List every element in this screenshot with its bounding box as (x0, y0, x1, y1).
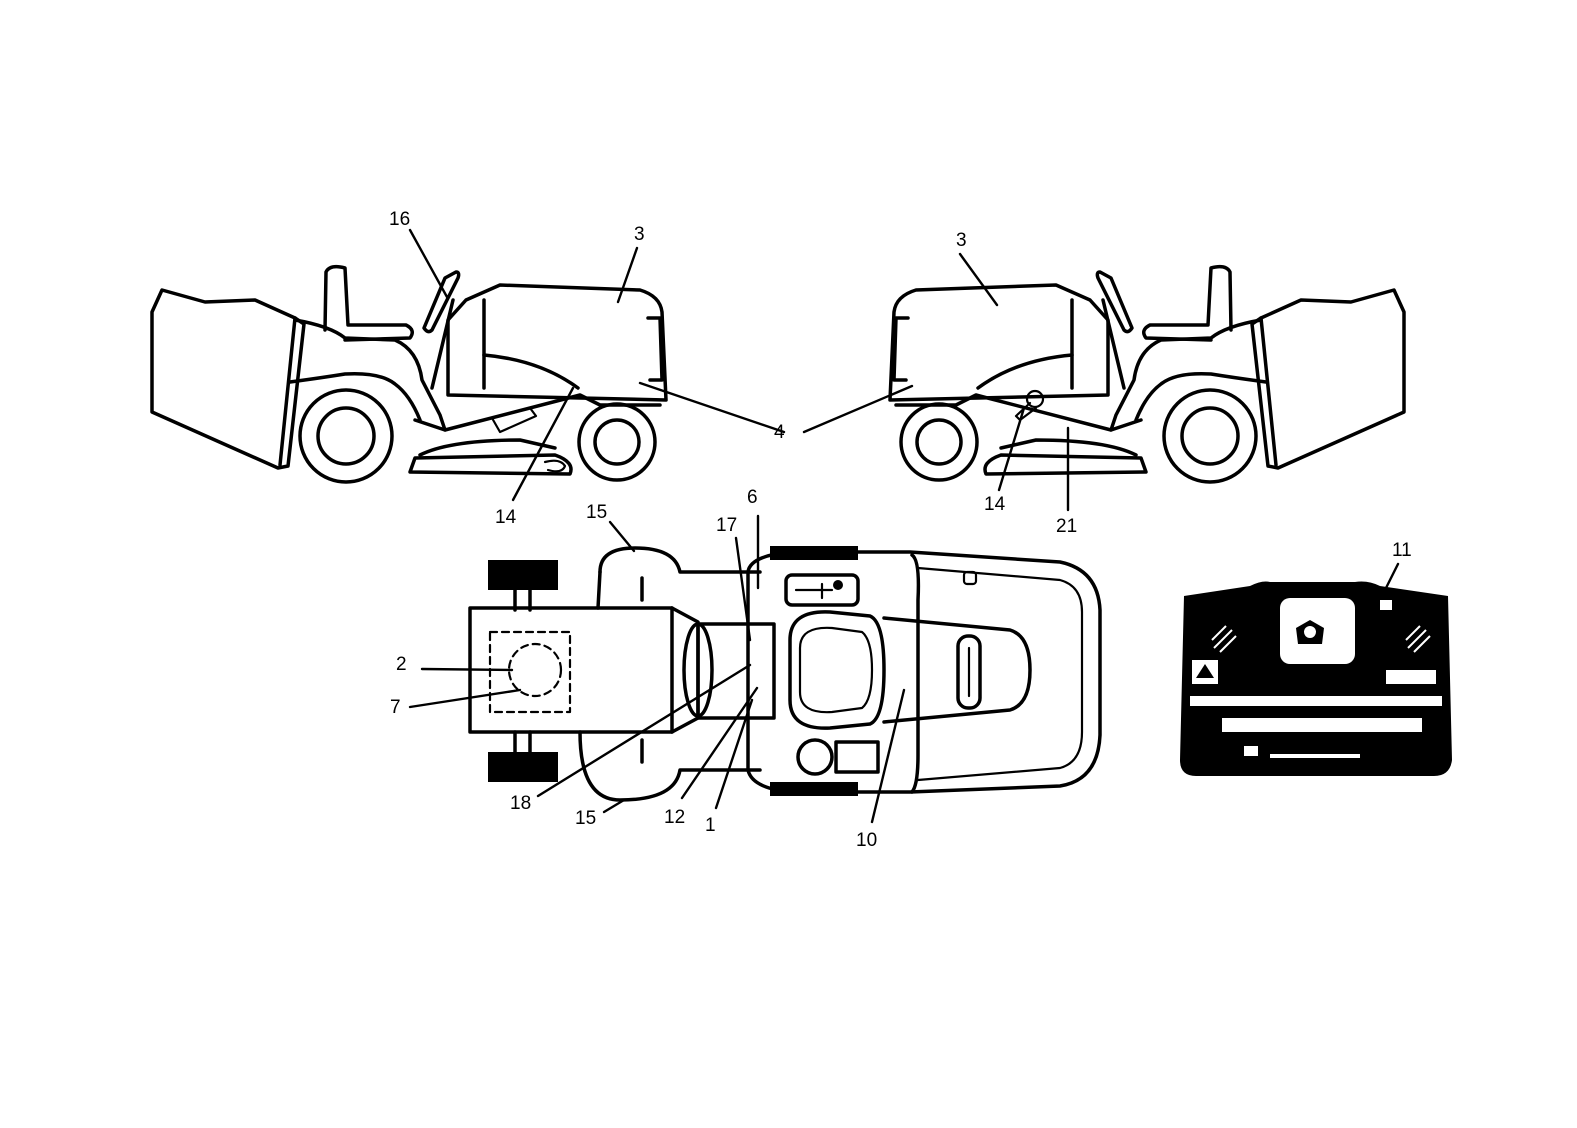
callout-labels: 16 3 3 4 14 14 21 15 15 17 6 2 7 18 12 1… (389, 209, 1412, 851)
callout-14-left: 14 (495, 507, 517, 528)
callout-16: 16 (389, 209, 410, 230)
callout-18: 18 (510, 793, 531, 814)
callout-14-right: 14 (984, 494, 1006, 515)
dashboard-panel-view (1180, 581, 1452, 776)
callout-17: 17 (716, 515, 737, 536)
callout-21: 21 (1056, 516, 1077, 537)
callout-7: 7 (390, 697, 401, 718)
callout-6: 6 (747, 487, 758, 508)
callout-11: 11 (1392, 540, 1412, 561)
callout-3-left: 3 (634, 224, 645, 245)
callout-2: 2 (396, 654, 407, 675)
leader-lines (408, 228, 1400, 824)
mower-side-view-left (150, 264, 668, 484)
callout-3-right: 3 (956, 230, 967, 251)
callout-15-bottom: 15 (575, 808, 596, 829)
mower-top-view (468, 546, 1102, 802)
callout-4: 4 (774, 422, 785, 443)
callout-1: 1 (705, 815, 716, 836)
callout-10: 10 (856, 830, 877, 851)
callout-15-top: 15 (586, 502, 607, 523)
mower-side-view-right (888, 264, 1406, 484)
callout-12: 12 (664, 807, 685, 828)
